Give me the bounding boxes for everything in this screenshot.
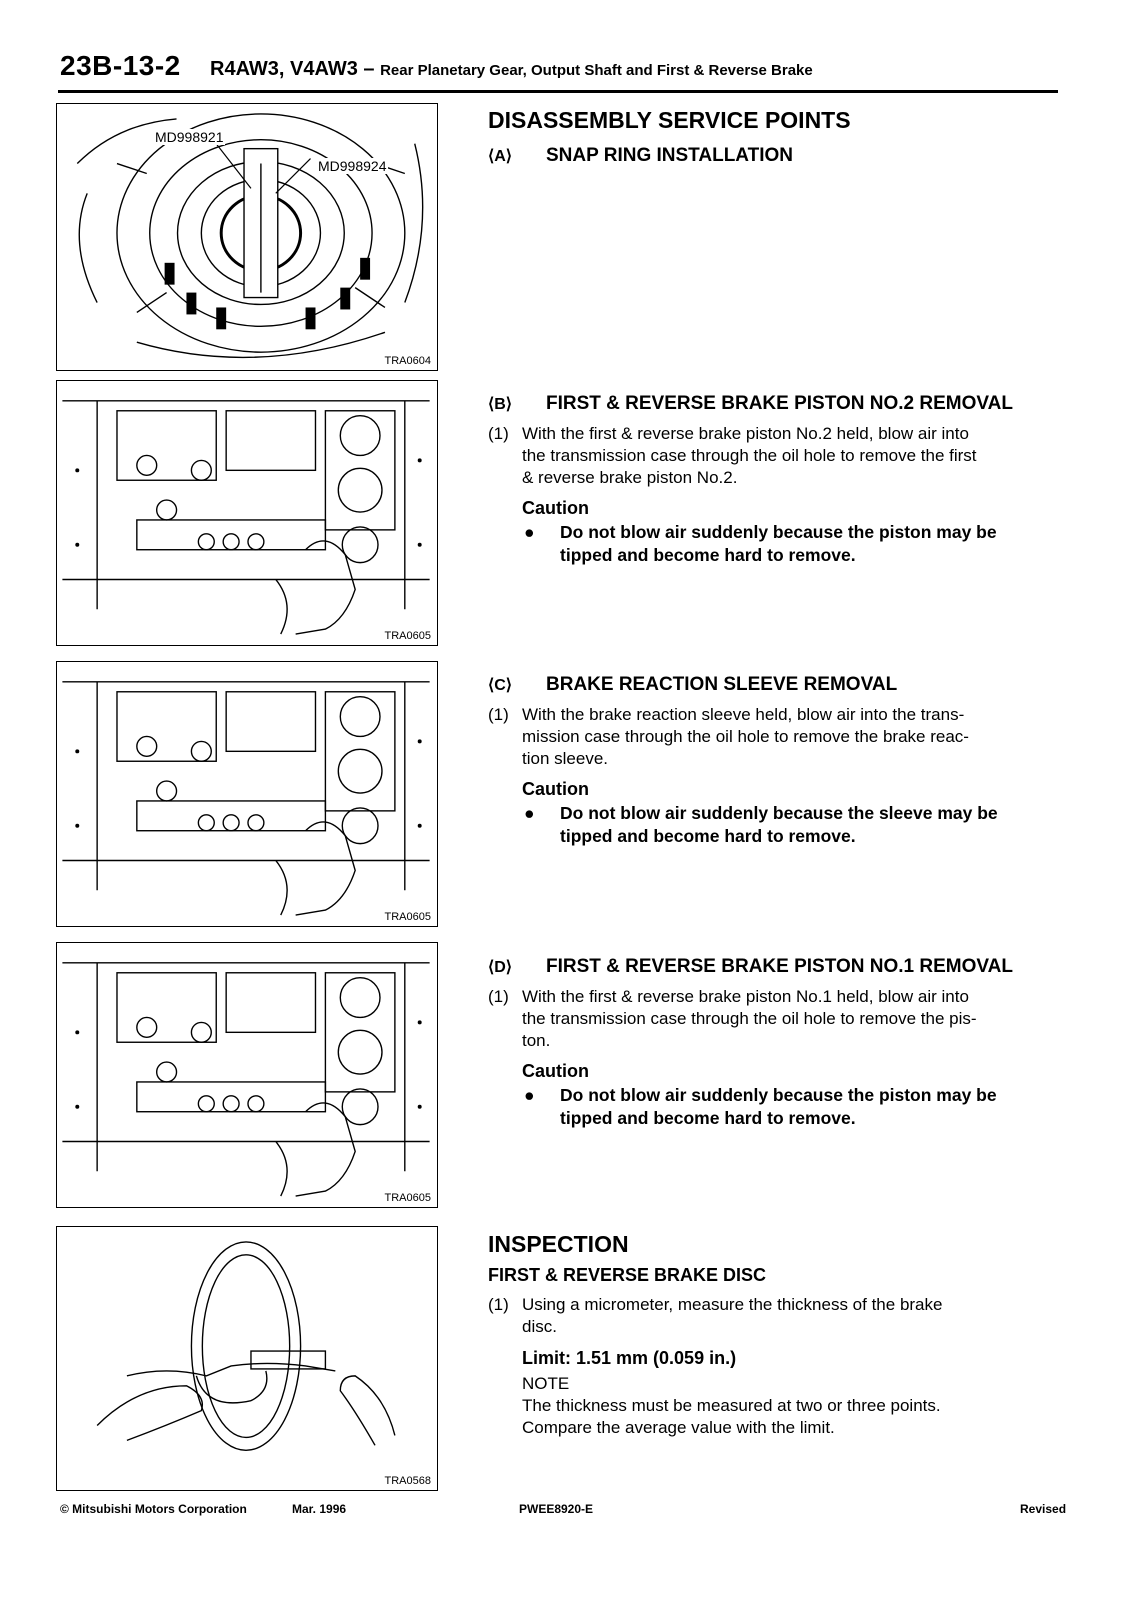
note-line: Compare the average value with the limit… <box>522 1418 835 1437</box>
caution-line: tipped and become hard to remove. <box>560 545 856 565</box>
section-c-heading: ⟨C⟩ BRAKE REACTION SLEEVE REMOVAL <box>488 674 1078 696</box>
bullet-icon: ● <box>524 803 535 823</box>
figure-code: TRA0605 <box>384 1192 431 1204</box>
figure-valve-body-b: TRA0605 <box>56 380 438 646</box>
section-b-heading: ⟨B⟩ FIRST & REVERSE BRAKE PISTON NO.2 RE… <box>488 393 1078 415</box>
section-d-title: FIRST & REVERSE BRAKE PISTON NO.1 REMOVA… <box>546 956 1013 977</box>
callout-tool-2: MD998924 <box>317 158 388 174</box>
header-rule <box>58 90 1058 93</box>
section-a-tag: ⟨A⟩ <box>488 148 513 165</box>
micrometer-brake-disc-illustration <box>96 1241 396 1451</box>
step-line: With the first & reverse brake piston No… <box>522 424 969 443</box>
figure-code: TRA0568 <box>384 1475 431 1487</box>
bullet-icon: ● <box>524 1085 535 1105</box>
step-line: the transmission case through the oil ho… <box>522 446 977 465</box>
inspection-section: INSPECTION FIRST & REVERSE BRAKE DISC (1… <box>488 1231 1078 1439</box>
section-b-title: FIRST & REVERSE BRAKE PISTON NO.2 REMOVA… <box>546 393 1013 414</box>
caution-bullet: ● Do not blow air suddenly because the s… <box>522 802 1078 848</box>
figure-code: TRA0604 <box>384 355 431 367</box>
step-line: With the brake reaction sleeve held, blo… <box>522 705 965 724</box>
step-text: With the brake reaction sleeve held, blo… <box>522 704 969 770</box>
section-c-step: (1) With the brake reaction sleeve held,… <box>488 704 1078 770</box>
section-d: ⟨D⟩ FIRST & REVERSE BRAKE PISTON NO.1 RE… <box>488 956 1078 1130</box>
footer-date: Mar. 1996 <box>292 1502 347 1516</box>
section-c-tag: ⟨C⟩ <box>488 677 513 694</box>
section-d-heading: ⟨D⟩ FIRST & REVERSE BRAKE PISTON NO.1 RE… <box>488 956 1078 978</box>
caution-label: Caution <box>522 1061 589 1081</box>
step-line: Using a micrometer, measure the thicknes… <box>522 1295 943 1314</box>
figure-code: TRA0605 <box>384 911 431 923</box>
section-b-step: (1) With the first & reverse brake pisto… <box>488 423 1078 489</box>
step-line: disc. <box>522 1317 557 1336</box>
figure-code: TRA0605 <box>384 630 431 642</box>
section-c-title: BRAKE REACTION SLEEVE REMOVAL <box>546 674 898 695</box>
bullet-icon: ● <box>524 522 535 542</box>
step-number: (1) <box>488 705 509 724</box>
caution-line: tipped and become hard to remove. <box>560 1108 856 1128</box>
caution-line: Do not blow air suddenly because the pis… <box>560 522 997 542</box>
footer-doc-code: PWEE8920-E <box>519 1502 594 1516</box>
step-number: (1) <box>488 424 509 443</box>
figure-valve-body-d: TRA0605 <box>56 942 438 1208</box>
page-title-dash: – <box>363 58 375 80</box>
disassembly-heading: DISASSEMBLY SERVICE POINTS <box>488 107 851 133</box>
note-line: The thickness must be measured at two or… <box>522 1396 941 1415</box>
step-line: mission case through the oil hole to rem… <box>522 727 969 746</box>
inspection-step: (1) Using a micrometer, measure the thic… <box>488 1294 1078 1338</box>
section-d-tag: ⟨D⟩ <box>488 959 513 976</box>
section-b-tag: ⟨B⟩ <box>488 396 513 413</box>
page-title-subtitle: Rear Planetary Gear, Output Shaft and Fi… <box>380 62 813 79</box>
section-d-step: (1) With the first & reverse brake pisto… <box>488 986 1078 1052</box>
caution-bullet: ● Do not blow air suddenly because the p… <box>522 521 1078 567</box>
section-a-heading: ⟨A⟩ SNAP RING INSTALLATION <box>488 145 793 167</box>
figure-micrometer: TRA0568 <box>56 1226 438 1491</box>
valve-body-air-blow-illustration <box>62 962 430 1197</box>
callout-tool-1: MD998921 <box>154 129 225 145</box>
caution-label: Caution <box>522 498 589 518</box>
step-number: (1) <box>488 1295 509 1314</box>
caution-line: Do not blow air suddenly because the pis… <box>560 1085 997 1105</box>
page-title: R4AW3, V4AW3 – Rear Planetary Gear, Outp… <box>210 58 813 81</box>
note-text: The thickness must be measured at two or… <box>522 1395 1078 1439</box>
section-a-title: SNAP RING INSTALLATION <box>546 145 793 166</box>
step-line: ton. <box>522 1031 551 1050</box>
step-line: With the first & reverse brake piston No… <box>522 987 969 1006</box>
footer-status: Revised <box>1020 1502 1067 1516</box>
footer-copyright: © Mitsubishi Motors Corporation <box>60 1502 247 1516</box>
inspection-heading: INSPECTION <box>488 1231 629 1257</box>
caution-line: tipped and become hard to remove. <box>560 826 856 846</box>
page-title-models: R4AW3, V4AW3 <box>210 58 358 80</box>
figure-valve-body-c: TRA0605 <box>56 661 438 927</box>
snap-ring-tool-illustration <box>76 113 424 359</box>
caution-text: Do not blow air suddenly because the sle… <box>560 802 998 848</box>
caution-text: Do not blow air suddenly because the pis… <box>560 521 997 567</box>
caution-text: Do not blow air suddenly because the pis… <box>560 1084 997 1130</box>
inspection-subheading: FIRST & REVERSE BRAKE DISC <box>488 1265 767 1285</box>
step-line: & reverse brake piston No.2. <box>522 468 738 487</box>
step-number: (1) <box>488 987 509 1006</box>
valve-body-air-blow-illustration <box>62 681 430 916</box>
note-label: NOTE <box>522 1374 570 1393</box>
valve-body-air-blow-illustration <box>62 400 430 635</box>
step-text: Using a micrometer, measure the thicknes… <box>522 1294 942 1338</box>
section-b: ⟨B⟩ FIRST & REVERSE BRAKE PISTON NO.2 RE… <box>488 393 1078 567</box>
step-line: the transmission case through the oil ho… <box>522 1009 977 1028</box>
page-number: 23B-13-2 <box>60 50 181 81</box>
step-text: With the first & reverse brake piston No… <box>522 986 977 1052</box>
step-line: tion sleeve. <box>522 749 608 768</box>
section-c: ⟨C⟩ BRAKE REACTION SLEEVE REMOVAL (1) Wi… <box>488 674 1078 848</box>
caution-line: Do not blow air suddenly because the sle… <box>560 803 998 823</box>
caution-bullet: ● Do not blow air suddenly because the p… <box>522 1084 1078 1130</box>
caution-label: Caution <box>522 779 589 799</box>
figure-snap-ring: MD998921 MD998924 TRA0604 <box>56 103 438 371</box>
step-text: With the first & reverse brake piston No… <box>522 423 977 489</box>
limit-value: Limit: 1.51 mm (0.059 in.) <box>522 1348 737 1368</box>
